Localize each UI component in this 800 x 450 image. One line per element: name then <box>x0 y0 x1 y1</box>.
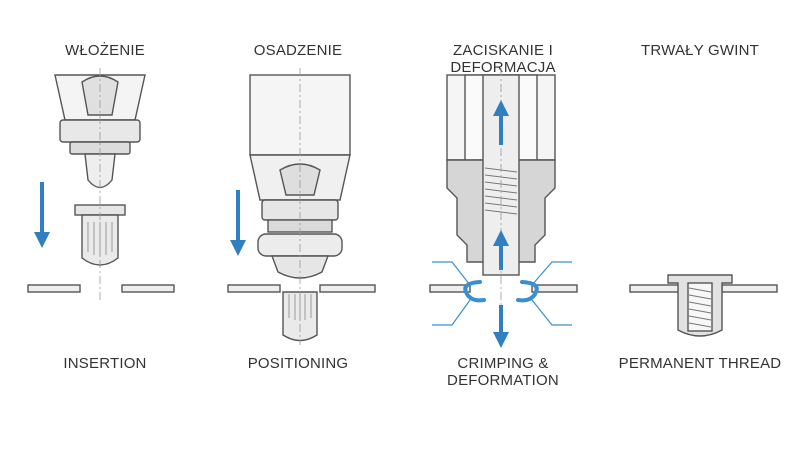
sheet-right <box>531 284 578 293</box>
stage-2-positioning <box>227 68 376 345</box>
stage-1-insertion <box>27 68 175 300</box>
stage-4-title-pl: TRWAŁY GWINT <box>641 42 759 59</box>
sheet-left <box>429 284 471 293</box>
sheet-left <box>227 284 281 293</box>
stage-1-title-en: INSERTION <box>63 355 147 372</box>
stage-4-permanent-thread <box>629 274 778 337</box>
stage-3-title-en: CRIMPING & DEFORMATION <box>447 355 559 389</box>
sheet-right <box>319 284 376 293</box>
tool-nose-inner <box>279 163 321 196</box>
stage-3-crimping <box>429 68 578 345</box>
sheet-right <box>721 284 778 293</box>
stage-2-title-pl: OSADZENIE <box>253 42 343 59</box>
stage-4-title-en: PERMANENT THREAD <box>618 355 782 372</box>
crimp-deformation <box>463 280 539 303</box>
stage-1-title-pl: WŁOŻENIE <box>65 42 145 59</box>
crimp-leader-lines <box>432 261 572 326</box>
stage-2-title-en: POSITIONING <box>247 355 349 372</box>
sheet-left <box>27 284 81 293</box>
internal-thread <box>688 287 712 328</box>
sheet-left <box>629 284 683 293</box>
sheet-right <box>121 284 175 293</box>
stage-3-title-pl: ZACISKANIE I DEFORMACJA <box>450 42 556 76</box>
